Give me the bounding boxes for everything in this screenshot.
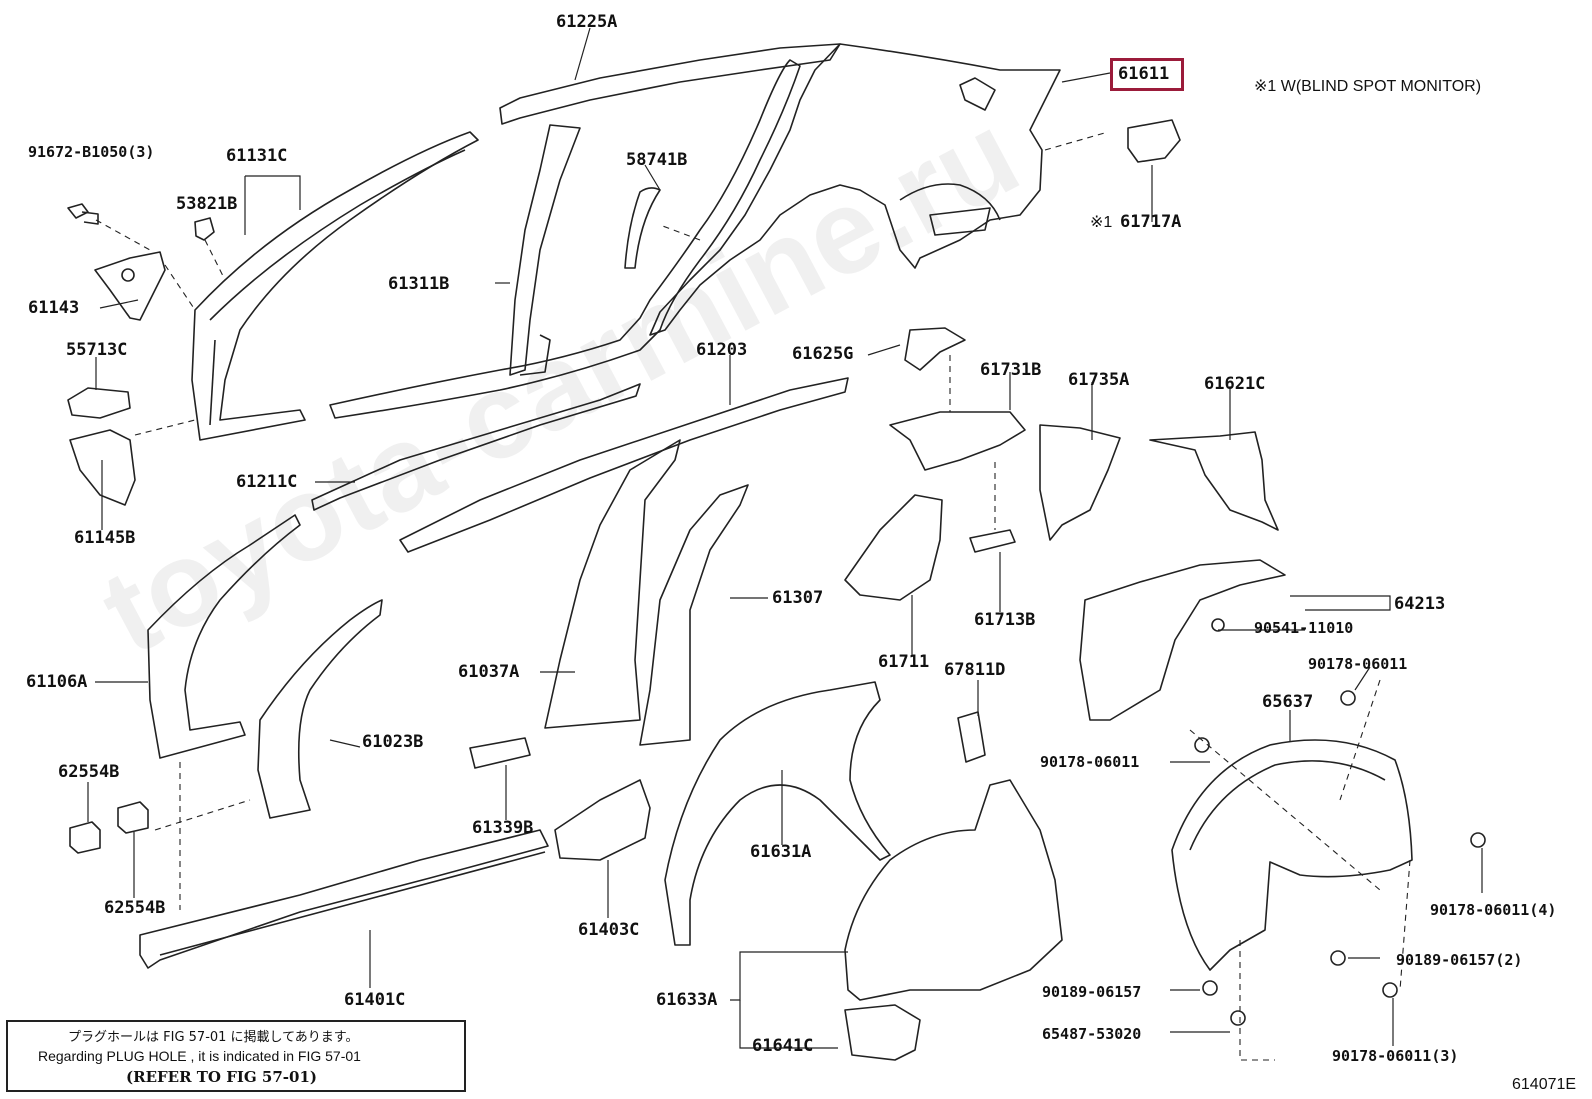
reference-box: プラグホールは FIG 57-01 に掲載してあります。 Regarding P…	[6, 1020, 466, 1092]
label-65487-53020[interactable]: 65487-53020	[1042, 1025, 1142, 1043]
label-65637[interactable]: 65637	[1262, 692, 1314, 712]
label-61145B[interactable]: 61145B	[74, 528, 136, 548]
label-58741B[interactable]: 58741B	[626, 150, 688, 170]
label-61037A[interactable]: 61037A	[458, 662, 520, 682]
label-61735A[interactable]: 61735A	[1068, 370, 1130, 390]
label-61633A[interactable]: 61633A	[656, 990, 718, 1010]
label-61143[interactable]: 61143	[28, 298, 80, 318]
part-quarter-panel	[649, 43, 1061, 336]
label-61711[interactable]: 61711	[878, 652, 930, 672]
part-b-pillar	[544, 439, 681, 729]
reference-english: Regarding PLUG HOLE , it is indicated in…	[38, 1048, 361, 1064]
blind-spot-monitor-note: ※1 W(BLIND SPOT MONITOR)	[1254, 78, 1482, 95]
label-61731B[interactable]: 61731B	[980, 360, 1042, 380]
part-weatherstrip	[624, 187, 661, 269]
reference-japanese: プラグホールは FIG 57-01 に掲載してあります。	[68, 1030, 359, 1045]
label-90189-06157-2[interactable]: 90189-06157(2)	[1396, 951, 1523, 969]
label-61625G[interactable]: 61625G	[792, 344, 854, 364]
label-61311B[interactable]: 61311B	[388, 274, 450, 294]
part-fender-liner	[1171, 739, 1413, 971]
label-67811D[interactable]: 67811D	[944, 660, 1006, 680]
figure-id: 614071E	[1512, 1076, 1577, 1093]
label-61339B[interactable]: 61339B	[472, 818, 534, 838]
label-90178-06011-4[interactable]: 90178-06011(4)	[1430, 901, 1557, 919]
part-inner-pillar	[147, 514, 301, 759]
part-wheelhouse-inner	[844, 779, 1063, 1001]
label-61307[interactable]: 61307	[772, 588, 824, 608]
label-90541-11010[interactable]: 90541-11010	[1254, 619, 1354, 637]
part-side-frame	[329, 59, 801, 419]
label-61131C[interactable]: 61131C	[226, 146, 288, 166]
part-roof-inner	[399, 377, 849, 553]
marker-note: ※1	[1090, 214, 1113, 231]
label-61611[interactable]: 61611	[1118, 64, 1170, 84]
label-64213[interactable]: 64213	[1394, 594, 1446, 614]
label-90189-06157[interactable]: 90189-06157	[1042, 983, 1142, 1001]
label-61621C[interactable]: 61621C	[1204, 374, 1266, 394]
part-gusset	[94, 251, 166, 321]
label-61211C[interactable]: 61211C	[236, 472, 298, 492]
label-90178-06011-b[interactable]: 90178-06011	[1040, 753, 1140, 771]
label-61713B[interactable]: 61713B	[974, 610, 1036, 630]
label-53821B[interactable]: 53821B	[176, 194, 238, 214]
label-61225A[interactable]: 61225A	[556, 12, 618, 32]
part-wheelhouse-outer	[664, 681, 891, 946]
label-62554B-b[interactable]: 62554B	[104, 898, 166, 918]
highlight-box	[1110, 58, 1184, 91]
label-55713C[interactable]: 55713C	[66, 340, 128, 360]
label-61641C[interactable]: 61641C	[752, 1036, 814, 1056]
reference-refer[interactable]: (REFER TO FIG 57-01)	[126, 1068, 317, 1086]
label-62554B-a[interactable]: 62554B	[58, 762, 120, 782]
label-91672-B1050[interactable]: 91672-B1050(3)	[28, 143, 155, 161]
label-61401C[interactable]: 61401C	[344, 990, 406, 1010]
part-roof-rail	[499, 43, 841, 125]
label-90178-06011-a[interactable]: 90178-06011	[1308, 655, 1408, 673]
label-61203[interactable]: 61203	[696, 340, 748, 360]
label-61023B[interactable]: 61023B	[362, 732, 424, 752]
part-front-pillar	[191, 131, 479, 441]
label-61631A[interactable]: 61631A	[750, 842, 812, 862]
label-61717A[interactable]: 61717A	[1120, 212, 1182, 232]
label-90178-06011-3[interactable]: 90178-06011(3)	[1332, 1047, 1459, 1065]
label-61106A[interactable]: 61106A	[26, 672, 88, 692]
part-rocker	[139, 829, 549, 969]
label-61403C[interactable]: 61403C	[578, 920, 640, 940]
